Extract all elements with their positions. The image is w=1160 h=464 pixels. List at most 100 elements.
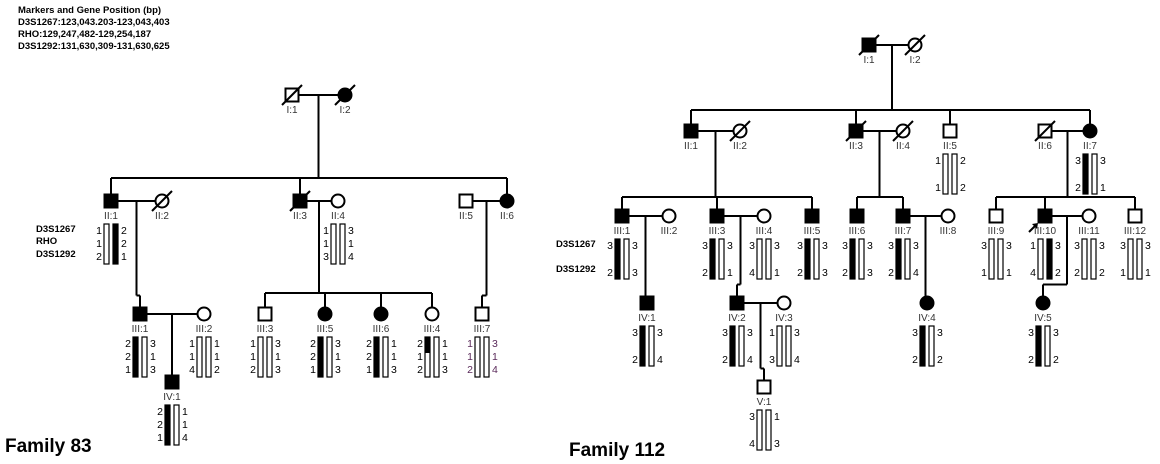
individual-II-6[interactable]: II:6 — [1034, 120, 1056, 152]
haplotype-bar: 32 — [632, 325, 646, 367]
individual-id: I:1 — [286, 105, 298, 116]
allele-value: 1 — [492, 351, 498, 363]
allele-value: 1 — [1006, 267, 1012, 279]
haplotype-bar: 32 — [842, 238, 856, 280]
haplotype-bar: 32 — [1046, 238, 1061, 280]
individual-id: III:11 — [1078, 226, 1100, 237]
allele-value: 2 — [157, 419, 163, 431]
allele-value: 1 — [1100, 182, 1106, 194]
individual-II-2[interactable]: II:2 — [729, 120, 751, 152]
allele-value: 4 — [747, 354, 753, 366]
allele-value: 3 — [842, 240, 848, 252]
allele-value: 1 — [981, 267, 987, 279]
individual-II-4[interactable]: II:4 — [892, 120, 914, 152]
male-symbol — [729, 295, 745, 311]
marker-label: D3S1292 — [556, 264, 596, 275]
individual-id: III:8 — [940, 226, 957, 237]
allele-value: 1 — [182, 419, 188, 431]
individual-I-2[interactable]: I:2 — [334, 84, 356, 116]
allele-value: 3 — [913, 240, 919, 252]
individual-II-2[interactable]: II:2 — [151, 190, 173, 222]
individual-id: II:1 — [104, 211, 118, 222]
allele-value: 1 — [935, 155, 941, 167]
individual-I-1[interactable]: I:1 — [281, 84, 303, 116]
allele-value: 3 — [702, 240, 708, 252]
allele-value: 1 — [417, 351, 423, 363]
allele-value: 3 — [749, 240, 755, 252]
allele-value: 4 — [913, 267, 919, 279]
individual-II-6[interactable]: II:6 — [499, 193, 515, 223]
allele-value: 1 — [214, 351, 220, 363]
allele-value: 1 — [774, 411, 780, 423]
female-symbol — [196, 306, 212, 322]
individual-id: III:1 — [614, 226, 631, 237]
allele-value: 2 — [937, 354, 943, 366]
allele-value: 2 — [417, 364, 423, 376]
individual-I-2[interactable]: I:2 — [904, 34, 926, 66]
individual-id: III:3 — [709, 226, 726, 237]
allele-value: 3 — [323, 251, 329, 263]
deceased-slash-icon — [151, 190, 173, 212]
individual-III-8[interactable]: III:8 — [940, 208, 957, 238]
individual-I-1[interactable]: I:1 — [858, 34, 880, 66]
individual-id: IV:1 — [638, 313, 656, 324]
haplotype-bar: 34 — [738, 325, 753, 367]
individual-II-5[interactable]: II:5 — [458, 193, 474, 223]
allele-value: 1 — [250, 338, 256, 350]
male-symbol — [474, 306, 490, 322]
individual-II-3[interactable]: II:3 — [845, 120, 867, 152]
allele-value: 3 — [867, 240, 873, 252]
haplotype-bar: 31 — [997, 238, 1012, 280]
individual-II-1[interactable]: II:1 — [683, 123, 699, 153]
allele-value: 3 — [657, 327, 663, 339]
individual-II-3[interactable]: II:3 — [289, 190, 311, 222]
deceased-slash-icon — [1034, 120, 1056, 142]
individual-id: IV:5 — [1034, 313, 1052, 324]
family-83-title: Family 83 — [5, 436, 92, 457]
deceased-slash-icon — [729, 120, 751, 142]
haplotype-bar: 13 — [769, 325, 783, 367]
haplotype-bar: 31 — [1091, 153, 1106, 195]
female-symbol — [940, 208, 956, 224]
allele-value: 1 — [1030, 240, 1036, 252]
individual-id: III:5 — [804, 226, 821, 237]
individual-III-2[interactable]: III:2 — [661, 208, 678, 238]
allele-value: 1 — [391, 338, 397, 350]
allele-value: 3 — [632, 267, 638, 279]
allele-value: 3 — [1006, 240, 1012, 252]
allele-value: 3 — [1028, 327, 1034, 339]
allele-value: 3 — [888, 240, 894, 252]
individual-id: III:2 — [661, 226, 678, 237]
allele-value: 2 — [157, 406, 163, 418]
haplotype-bar: 113 — [323, 223, 337, 265]
haplotype-bar: 114 — [189, 336, 203, 378]
